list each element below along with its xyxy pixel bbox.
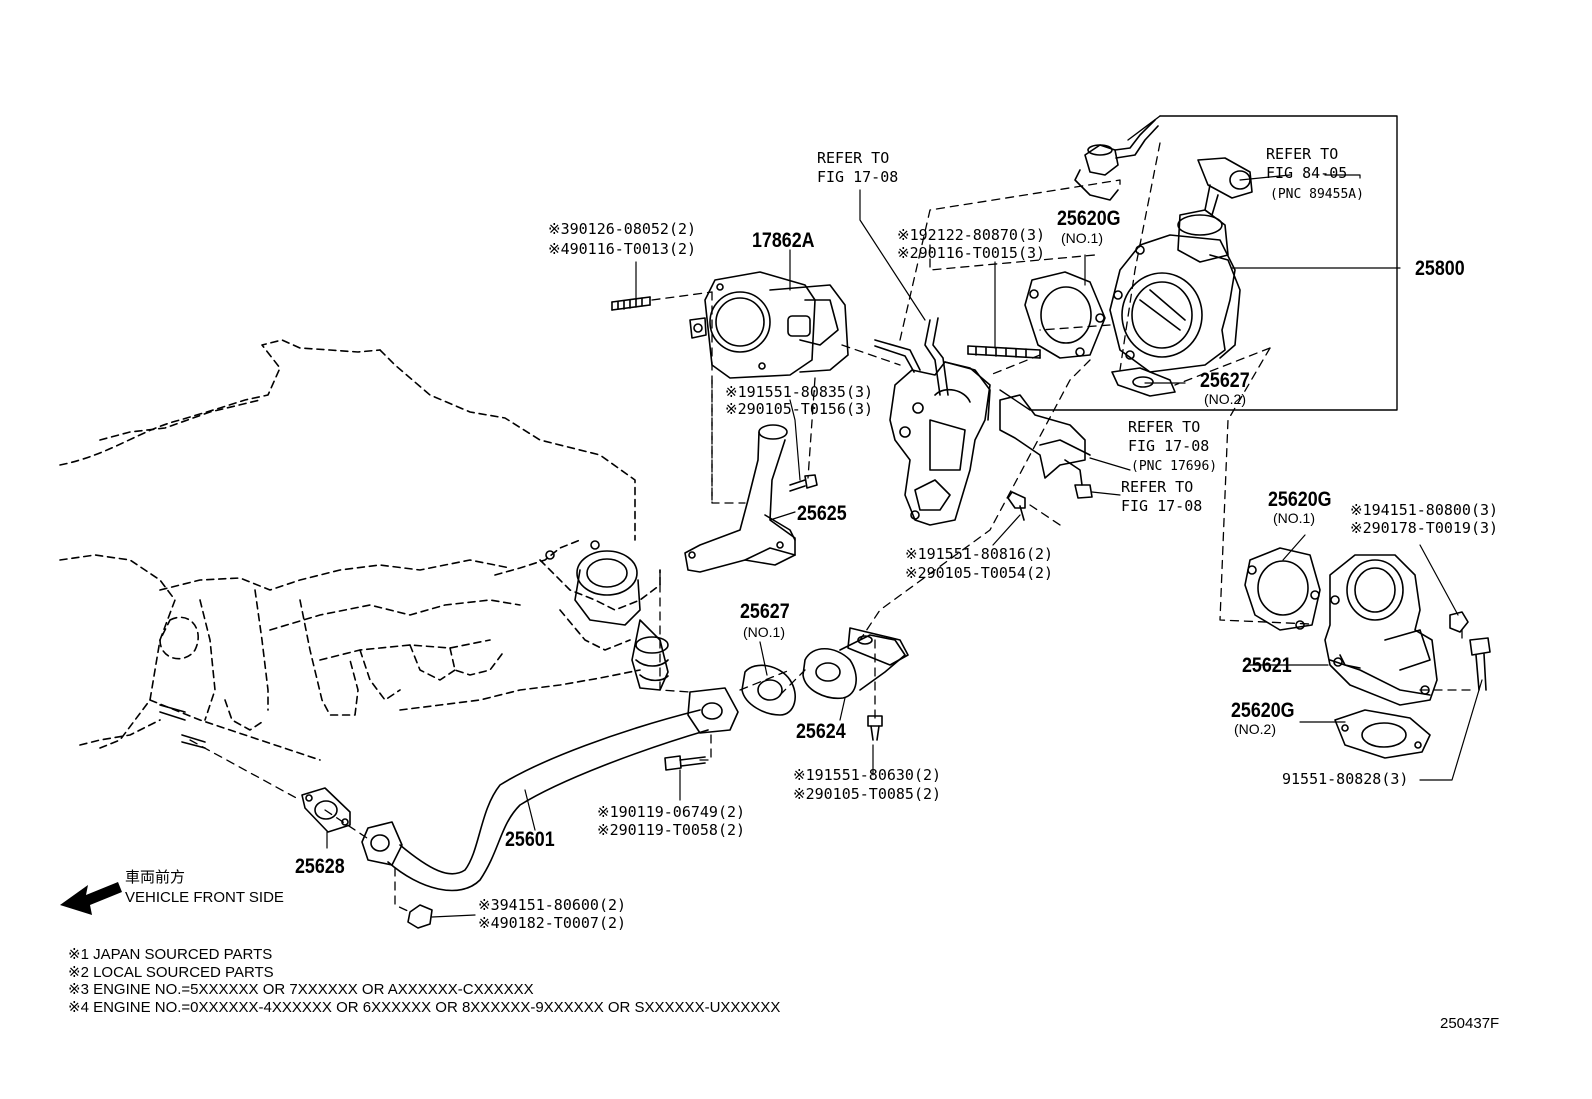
footnote-1: ※1 JAPAN SOURCED PARTS: [68, 946, 273, 963]
elbow-25624: [802, 627, 909, 700]
refer-to-c-line1: REFER TO: [1128, 418, 1201, 436]
part-number-91551-80828: 91551-80828(3): [1282, 770, 1409, 788]
label-25800: 25800: [1415, 257, 1465, 280]
part-number-94151-80600: ※394151-80600(2): [478, 896, 627, 914]
part-number-90116-T0015: ※290116-T0015(3): [897, 244, 1046, 262]
vehicle-front-arrow: [60, 882, 122, 915]
label-25627-top: 25627: [1200, 369, 1250, 392]
label-25625: 25625: [797, 502, 847, 525]
refer-to-b-line1: REFER TO: [1266, 145, 1339, 163]
refer-to-b-line3: (PNC 89455A): [1270, 187, 1364, 202]
refer-to-c-line2: FIG 17-08: [1128, 437, 1210, 455]
footnote-4: ※4 ENGINE NO.=0XXXXXX-4XXXXXX OR 6XXXXXX…: [68, 999, 781, 1016]
part-number-90178-T0019: ※290178-T0019(3): [1350, 519, 1499, 537]
part-number-90126-08052: ※390126-08052(2): [548, 220, 697, 238]
label-25620G-top-sub: (NO.1): [1061, 230, 1103, 246]
part-number-91551-80816: ※191551-80816(2): [905, 545, 1054, 563]
part-number-90182-T0007: ※490182-T0007(2): [478, 914, 627, 932]
gasket-25620G-no2-right: [1334, 709, 1431, 759]
label-25628: 25628: [295, 855, 345, 878]
part-number-90119-T0058: ※290119-T0058(2): [597, 821, 746, 839]
vacuum-hose-center: [874, 317, 949, 396]
label-25620G-right-no1-sub: (NO.1): [1273, 510, 1315, 526]
engine-block-outline: [59, 339, 661, 761]
part-number-90105-T0054: ※290105-T0054(2): [905, 564, 1054, 582]
part-number-90105-T0156: ※290105-T0156(3): [725, 400, 874, 418]
gasket-25620G-no1-right: [1244, 547, 1321, 631]
stud-92122: [967, 345, 1041, 359]
assembly-frame-25800: [999, 115, 1398, 411]
part-number-91551-80835: ※191551-80835(3): [725, 383, 874, 401]
label-25627-mid: 25627: [740, 600, 790, 623]
fastener-bolts: [407, 474, 1491, 929]
refer-to-c-line3: (PNC 17696): [1131, 459, 1218, 474]
part-number-94151-80800: ※194151-80800(3): [1350, 501, 1499, 519]
footnote-3: ※3 ENGINE NO.=5XXXXXX OR 7XXXXXX OR AXXX…: [68, 981, 534, 998]
label-25601: 25601: [505, 828, 555, 851]
label-25627-mid-sub: (NO.1): [743, 624, 785, 640]
illustration-id: 250437F: [1440, 1015, 1500, 1032]
label-25621: 25621: [1242, 654, 1292, 677]
vehicle-front-side-en: VEHICLE FRONT SIDE: [125, 889, 284, 906]
gasket-25620G-no1-top: [1024, 271, 1106, 359]
part-number-90105-T0085: ※290105-T0085(2): [793, 785, 942, 803]
refer-to-d-line2: FIG 17-08: [1121, 497, 1203, 515]
throttle-body-17862A: [689, 271, 849, 379]
label-25620G-top: 25620G: [1057, 207, 1121, 230]
label-25620G-right-no2: 25620G: [1231, 699, 1295, 722]
vacuum-valve-top: [1074, 119, 1159, 201]
label-17862A: 17862A: [752, 229, 815, 252]
refer-to-a-line1: REFER TO: [817, 149, 890, 167]
refer-to-b-line2: FIG 84-05: [1266, 164, 1348, 182]
refer-to-a-line2: FIG 17-08: [817, 168, 899, 186]
gasket-25628: [301, 787, 351, 833]
dashed-assembly-lines: [189, 142, 1477, 913]
leader-lines: [326, 174, 1483, 918]
part-number-90119-06749: ※190119-06749(2): [597, 803, 746, 821]
egr-valve-25800: [1109, 209, 1241, 373]
egr-outlet-25621: [1324, 554, 1438, 706]
stud-90126: [611, 296, 651, 311]
part-number-92122-80870: ※192122-80870(3): [897, 226, 1046, 244]
label-25620G-right-no2-sub: (NO.2): [1234, 721, 1276, 737]
refer-to-d-line1: REFER TO: [1121, 478, 1194, 496]
egr-valve-body-center: [889, 361, 1091, 526]
engine-studs: [159, 704, 206, 749]
label-25627-top-sub: (NO.2): [1204, 391, 1246, 407]
gasket-25627-no2-top: [1111, 367, 1176, 397]
bracket-25625: [684, 424, 796, 573]
gasket-25627-no1: [741, 664, 796, 716]
part-number-90116-T0013: ※490116-T0013(2): [548, 240, 697, 258]
egr-sensor-89455A: [1197, 157, 1253, 216]
egr-pipe-25601: [361, 687, 739, 892]
label-25624: 25624: [796, 720, 846, 743]
part-number-91551-80630: ※191551-80630(2): [793, 766, 942, 784]
label-25620G-right-no1: 25620G: [1268, 488, 1332, 511]
vehicle-front-side-jp: 車両前方: [125, 869, 186, 886]
footnote-2: ※2 LOCAL SOURCED PARTS: [68, 964, 274, 981]
